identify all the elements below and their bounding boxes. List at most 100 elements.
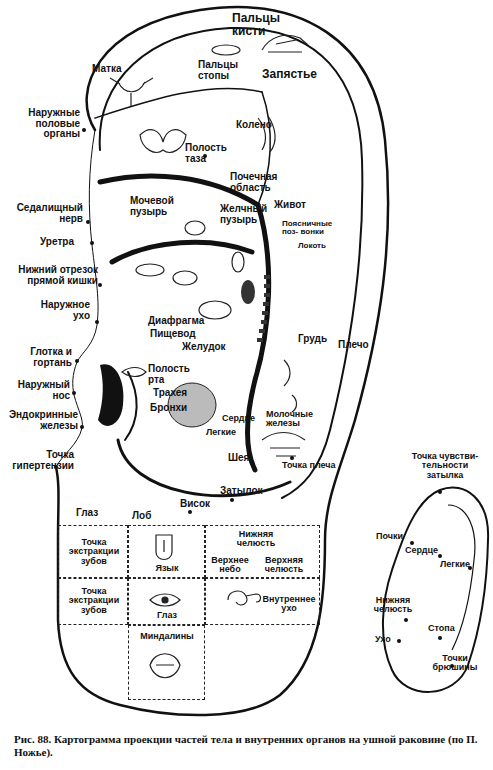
foot-sketch [212, 45, 240, 55]
lobe-zone-box: Язык [128, 525, 205, 578]
point-dot [75, 359, 79, 363]
body-part-label: Сердце [405, 546, 438, 555]
vertebra [264, 275, 270, 279]
body-part-label: Ухо [375, 635, 391, 644]
zone-label: Язык [147, 564, 187, 573]
body-part-label: Почки [376, 532, 403, 541]
antitragus-line [125, 372, 137, 440]
body-part-label: Поясничные поз- вонки [282, 220, 346, 237]
vertebra [261, 320, 267, 324]
body-part-label: Легкие [440, 560, 470, 569]
small-ear-contour [383, 487, 488, 691]
bladder-sketch [185, 221, 205, 235]
body-part-label: Точки брюшины [430, 654, 480, 673]
zone-label: Внутреннее ухо [262, 595, 316, 614]
body-part-label: Наружный нос [12, 380, 70, 401]
tonsils-icon [150, 654, 180, 678]
body-part-label: Желчный пузырь [220, 204, 270, 225]
antihelix-body [248, 205, 269, 470]
body-part-label: Пальцы кисти [232, 12, 287, 37]
body-part-label: Матка [92, 64, 121, 75]
zone-label: Точка экстракции зубов [62, 538, 126, 566]
vertebra [263, 302, 269, 306]
body-part-label: Легкие [206, 428, 236, 437]
zone-label: Точка экстракции зубов [62, 587, 126, 615]
point-dot [98, 283, 102, 287]
breast-sketch [284, 360, 297, 412]
vertebra [264, 293, 270, 297]
point-dot [438, 554, 442, 558]
point-dot [410, 541, 414, 545]
body-part-label: Точка гипертензии [4, 450, 74, 471]
body-part-label: Висок [180, 499, 210, 510]
body-part-label: Полость рта [148, 364, 188, 385]
zone-label: Верхнее небо [208, 556, 252, 575]
zone-label: Верхняя челюсть [256, 556, 312, 575]
tongue-icon [156, 535, 172, 560]
pelvis-sketch [140, 130, 186, 153]
intestine-sketch [136, 264, 164, 276]
point-dot [188, 510, 192, 514]
body-part-label: Затылок [220, 486, 263, 497]
eye-icon [150, 594, 180, 606]
body-part-label: Наружные половые органы [18, 108, 80, 140]
body-part-label: Живот [274, 200, 306, 211]
concha-lower-edge [118, 440, 290, 496]
liver-sketch [241, 280, 255, 304]
body-part-label: Эндокринные железы [4, 410, 78, 431]
point-dot [90, 241, 94, 245]
body-part-label: Плечо [338, 340, 369, 351]
point-dot [86, 220, 90, 224]
figure-caption: Рис. 88. Картограмма проекции частей тел… [14, 733, 482, 759]
body-part-label: Колено [236, 120, 272, 131]
body-part-label: Грудь [298, 334, 327, 345]
vertebra [262, 311, 268, 315]
point-dot [72, 391, 76, 395]
point-dot [82, 128, 86, 132]
body-part-label: Точка чувстви- тельности затылка [410, 452, 480, 480]
body-part-label: Наружное ухо [30, 300, 90, 321]
lobe-zone-box: Точка экстракции зубов [58, 578, 128, 625]
lobe-zone-box: Глаз [128, 578, 205, 625]
body-part-label: Пищевод [150, 329, 196, 340]
vertebra [259, 329, 265, 333]
body-part-label: Запястье [262, 68, 317, 81]
mouth-sketch [122, 368, 146, 377]
zone-label: Глаз [147, 611, 187, 620]
uterus-sketch [110, 78, 153, 106]
body-part-label: Мочевой пузырь [130, 196, 180, 217]
body-part-label: Стопа [428, 624, 455, 633]
point-dot [438, 490, 442, 494]
zone-label: Нижняя челюсть [228, 530, 284, 549]
body-part-label: Бронхи [150, 403, 187, 414]
point-dot [397, 639, 401, 643]
lobe-zone-box: Нижняя челюстьВерхнее небоВерхняя челюст… [205, 525, 320, 578]
tragus [98, 364, 123, 426]
body-part-label: Трахея [153, 388, 187, 399]
superior-crus-line [95, 88, 262, 118]
inner-ear-icon [228, 591, 261, 605]
body-part-label: Диафрагма [148, 316, 204, 327]
zone-label: Миндалины [135, 632, 199, 641]
body-part-label: Пальцы стопы [198, 60, 246, 81]
body-part-label: Шея [228, 453, 249, 464]
vertebra [264, 284, 270, 288]
point-dot [95, 320, 99, 324]
body-part-label: Нижний отрезок прямой кишки [8, 265, 98, 286]
point-dot [438, 636, 442, 640]
neck-shoulder-sketch [262, 433, 305, 457]
helix-inner-line [100, 28, 363, 498]
body-part-label: Сердце [222, 414, 255, 423]
lobe-zone-box: Точка экстракции зубов [58, 525, 128, 578]
body-part-label: Глотка и гортань [12, 347, 72, 368]
point-dot [290, 456, 294, 460]
body-part-label: Почечная область [230, 172, 288, 193]
body-part-label: Уретра [40, 237, 74, 248]
ear-outer-contour [56, 7, 388, 715]
body-part-label: Локоть [298, 242, 326, 250]
body-part-label: Глаз [76, 508, 98, 519]
helix-crus [112, 242, 252, 262]
point-dot [230, 498, 234, 502]
lobe-zone-box: Миндалины [128, 625, 205, 700]
hand-sketch [262, 35, 308, 52]
